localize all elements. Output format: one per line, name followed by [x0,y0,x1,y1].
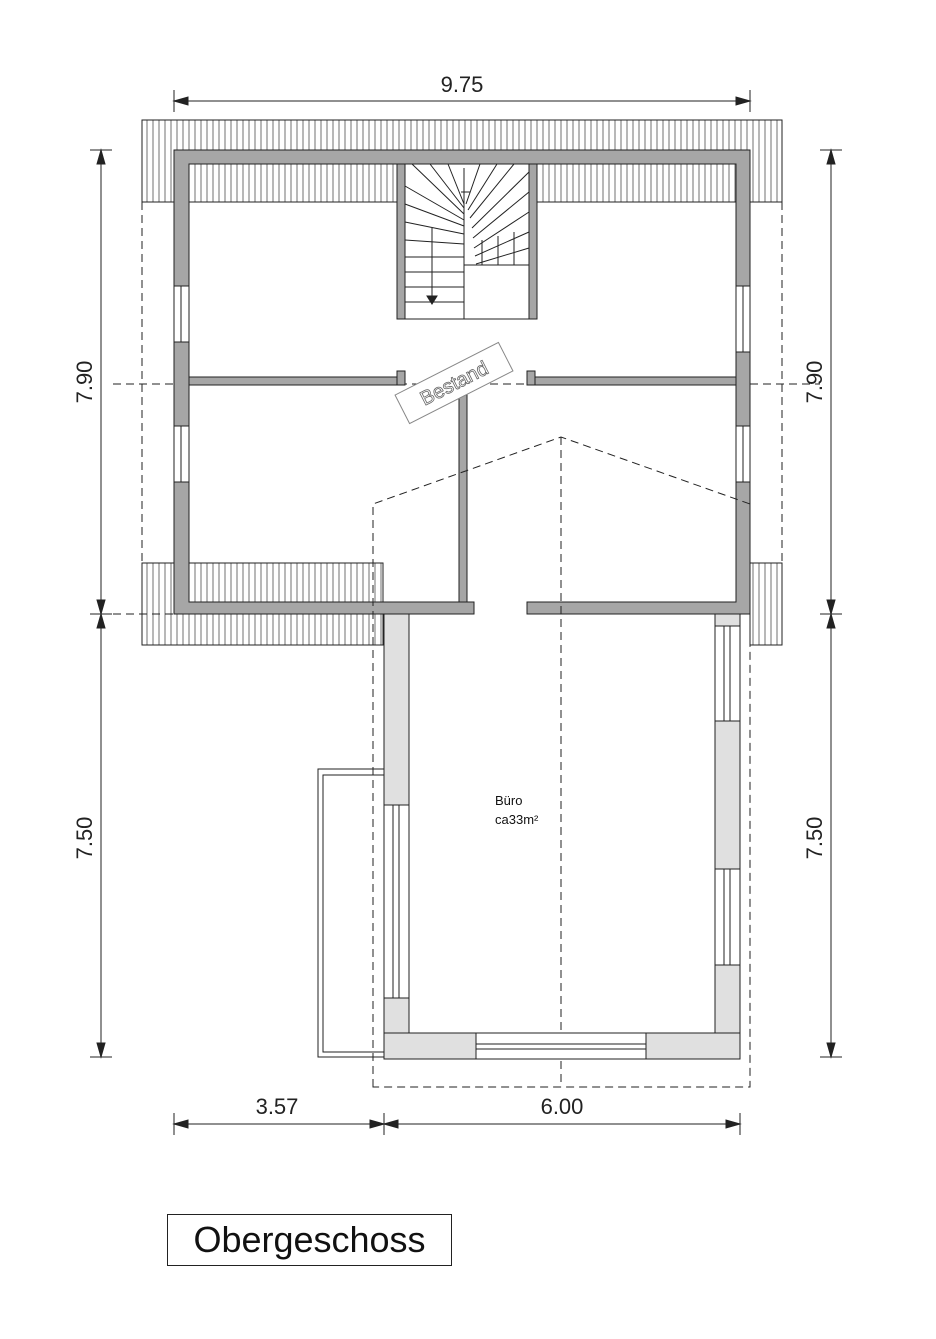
extension-outline [372,436,751,1088]
room-name: Büro [495,793,522,808]
staircase [404,163,530,320]
dimension-left-lower: 7.50 [72,817,97,860]
dimension-right-upper: 7.90 [802,361,827,404]
new-windows [383,625,741,1060]
dimension-left-upper: 7.90 [72,361,97,404]
dimension-lines [90,90,842,1135]
dimension-top-width: 9.75 [441,72,484,97]
plan-title-box: Obergeschoss [167,1214,452,1266]
existing-windows [173,285,751,483]
plan-title: Obergeschoss [193,1219,426,1260]
dimension-right-lower: 7.50 [802,817,827,860]
balcony [317,768,385,1058]
bestand-stamp: Bestand [394,341,514,425]
dimension-bottom-left: 3.57 [256,1094,299,1119]
dimension-bottom-right: 6.00 [541,1094,584,1119]
new-walls [383,613,741,1060]
room-area: ca33m² [495,812,539,827]
